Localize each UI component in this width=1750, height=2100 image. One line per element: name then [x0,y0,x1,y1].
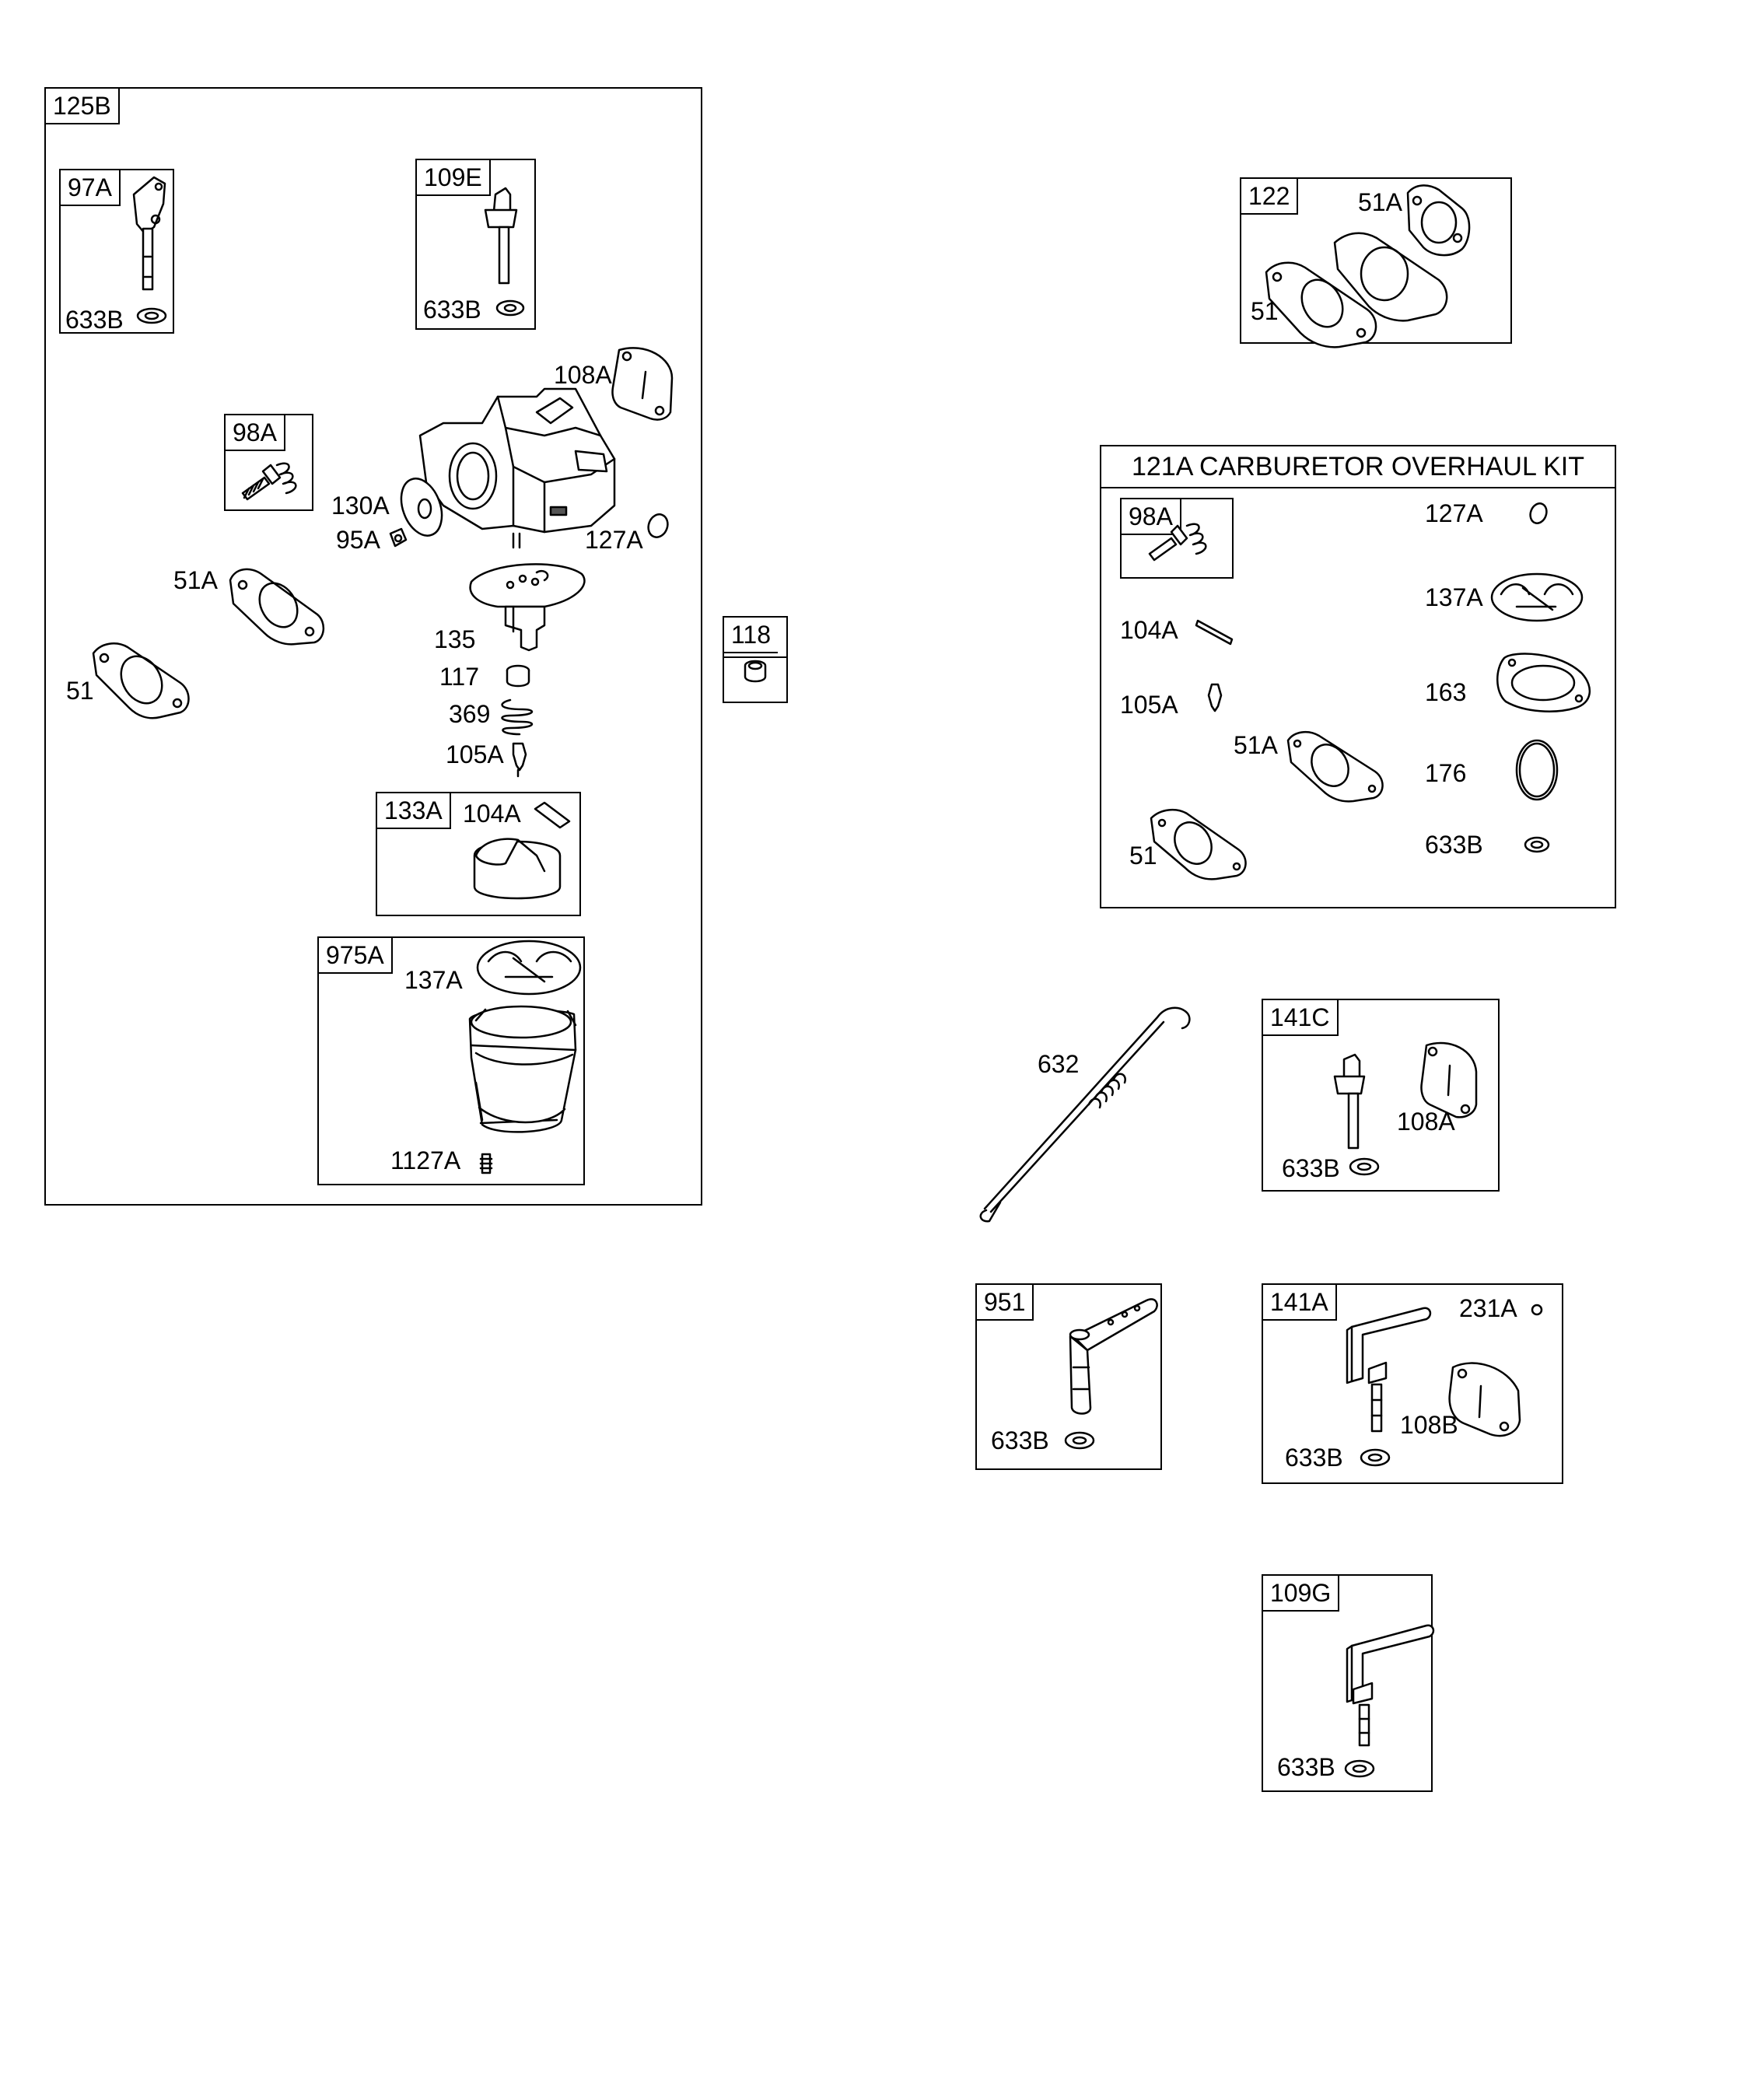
part-label: 108B [1400,1411,1458,1439]
kit-tag: 97A [59,169,121,206]
kit-98a: 98A [1120,498,1234,579]
kit-141c: 141C 108A 633B [1262,999,1500,1192]
part-label: 632 [1038,1050,1080,1078]
part-label: 1127A [390,1146,461,1174]
part-label: 231A [1459,1294,1517,1322]
kit-975a: 975A 137A 1127A [317,936,585,1185]
part-label: 137A [404,966,463,994]
kit-122: 122 51A 51 [1240,177,1512,344]
kit-tag: 133A [376,792,451,829]
kit-118: 118 [723,616,788,703]
assembly-tag: 125B [44,87,120,124]
part-label: 127A [585,526,643,554]
part-label: 51 [1251,297,1279,325]
part-label: 105A [446,740,504,768]
overhaul-kit-121a: 121A CARBURETOR OVERHAUL KIT 98A 127A 10… [1100,445,1616,908]
assembly-125b: 125B [44,87,702,1206]
part-label: 105A [1120,691,1178,719]
part-label: 104A [1120,616,1178,644]
kit-tag: 98A [1120,498,1181,535]
kit-title: 121A CARBURETOR OVERHAUL KIT [1101,446,1615,488]
part-label: 51 [1129,842,1157,870]
kit-98a: 98A [224,414,313,511]
part-label: 137A [1425,583,1483,611]
part-label: 633B [991,1426,1049,1454]
part-label: 163 [1425,678,1467,706]
kit-97a: 97A 633B [59,169,174,334]
part-label: 369 [449,700,491,728]
part-label: 51A [1234,731,1278,759]
part-label: 130A [331,492,390,520]
kit-tag: 118 [723,616,779,653]
divider [724,656,786,658]
kit-tag: 109E [415,159,491,196]
part-label: 108A [554,361,612,389]
part-label: 633B [1282,1154,1340,1182]
part-label: 51 [66,677,94,705]
kit-tag: 141C [1262,999,1339,1036]
part-label: 127A [1425,499,1483,527]
part-label: 51A [173,566,218,594]
part-label: 633B [1425,831,1483,859]
kit-109g: 109G 633B [1262,1574,1433,1792]
kit-951: 951 633B [975,1283,1162,1470]
kit-133a: 133A 104A [376,792,581,916]
part-label: 176 [1425,759,1467,787]
kit-141a: 141A 231A 108B 633B [1262,1283,1563,1484]
part-label: 108A [1397,1108,1455,1136]
part-label: 633B [65,306,124,334]
part-label: 633B [1277,1753,1335,1781]
part-label: 633B [1285,1444,1343,1472]
kit-tag: 122 [1240,177,1299,215]
part-label: 633B [423,296,481,324]
kit-tag: 975A [317,936,393,974]
part-label: 117 [439,663,480,691]
kit-tag: 98A [224,414,285,451]
governor-spring-drawing [979,1006,1191,1223]
kit-tag: 141A [1262,1283,1337,1321]
kit-tag: 951 [975,1283,1034,1321]
part-label: 135 [434,625,476,653]
part-label: 95A [336,526,380,554]
part-label: 51A [1358,188,1402,216]
kit-109e: 109E 633B [415,159,536,330]
kit-tag: 109G [1262,1574,1340,1612]
part-label: 104A [463,800,521,828]
